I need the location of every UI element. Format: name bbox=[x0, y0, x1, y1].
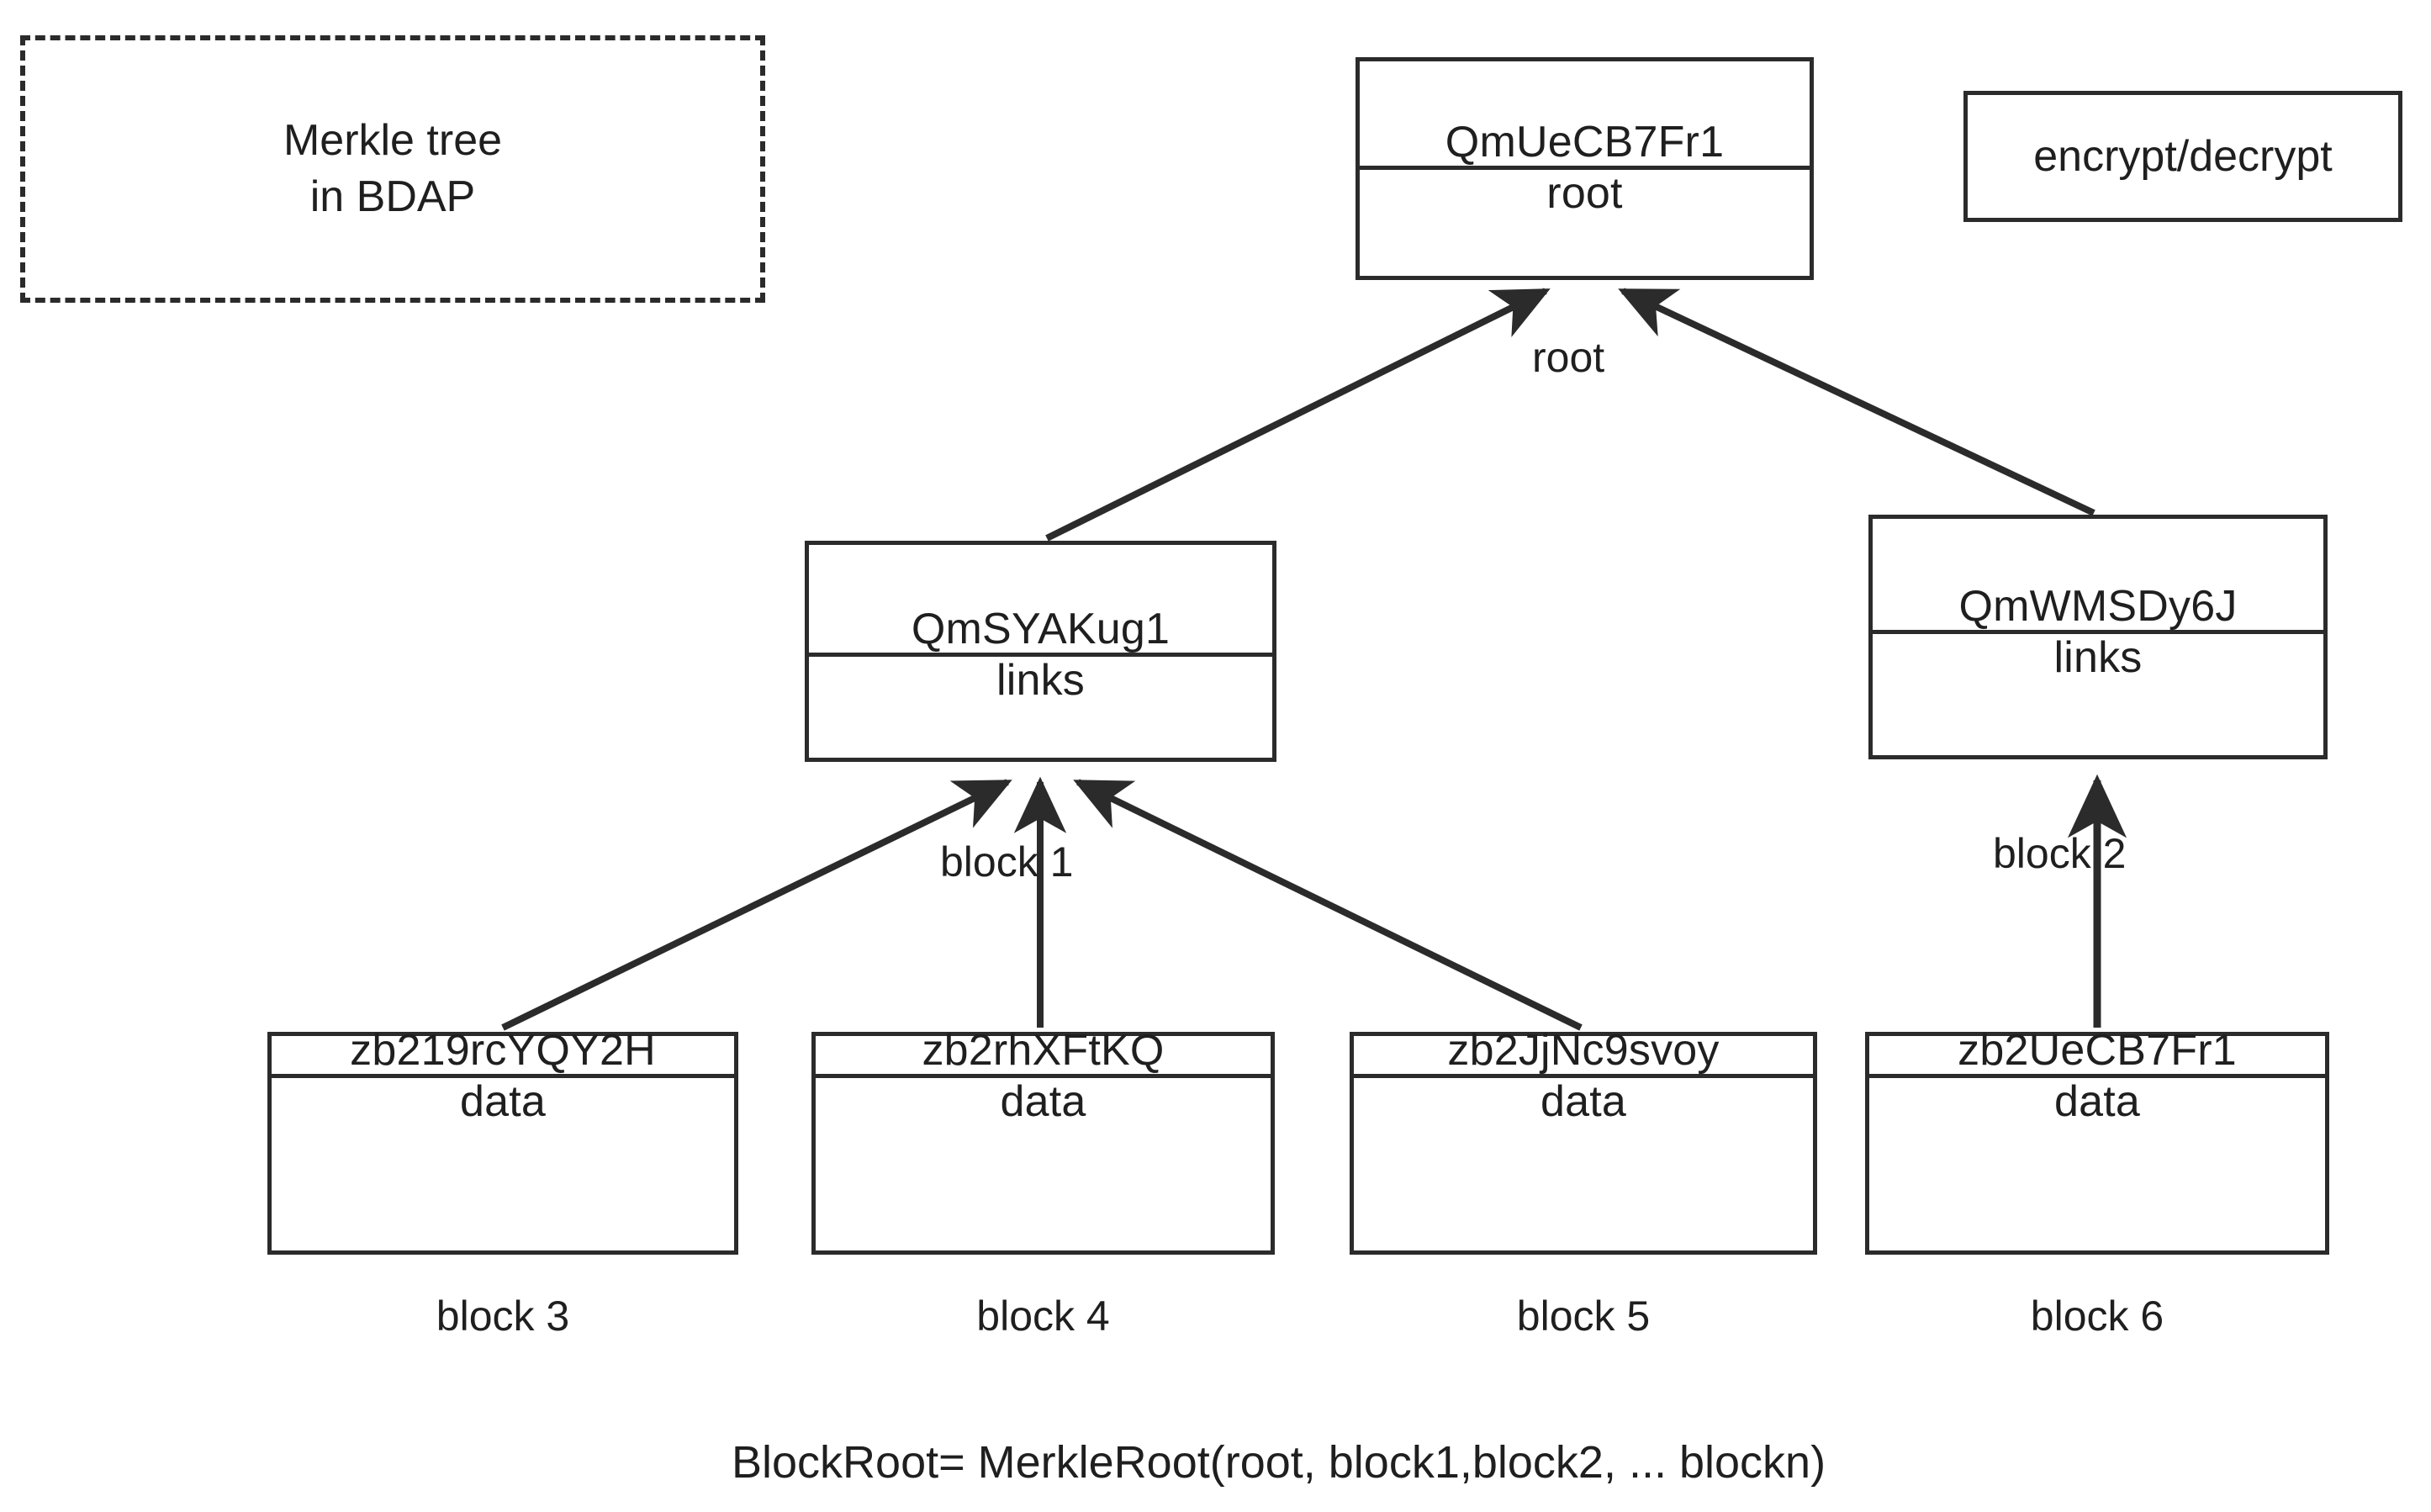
node-links-right[interactable]: QmWMSDy6J links bbox=[1868, 515, 2328, 759]
edge-label-block-1: block 1 bbox=[940, 838, 1074, 886]
encrypt-decrypt-label: encrypt/decrypt bbox=[2033, 132, 2333, 181]
node-root[interactable]: QmUeCB7Fr1 root bbox=[1356, 57, 1814, 280]
node-links-right-kind: links bbox=[2053, 633, 2143, 682]
node-leaf-2-kind: data bbox=[1000, 1077, 1086, 1126]
diagram-title-line1: Merkle tree bbox=[283, 116, 503, 166]
edge-leaf3-to-links-left bbox=[1073, 779, 1583, 1031]
diagram-title-text: Merkle tree in BDAP bbox=[283, 113, 502, 225]
caption-block-6: block 6 bbox=[2030, 1293, 2164, 1340]
node-root-kind: root bbox=[1546, 169, 1623, 218]
node-leaf-1[interactable]: zb219rcYQY2H data bbox=[267, 1028, 738, 1255]
caption-block-3: block 3 bbox=[436, 1293, 570, 1340]
block-root-formula: BlockRoot= MerkleRoot(root, block1,block… bbox=[732, 1437, 1826, 1488]
node-links-left-kind: links bbox=[996, 656, 1086, 705]
diagram-title-box: Merkle tree in BDAP bbox=[20, 35, 765, 303]
node-leaf-4-hash: zb2UeCB7Fr1 bbox=[1869, 1028, 2325, 1078]
node-leaf-4[interactable]: zb2UeCB7Fr1 data bbox=[1865, 1028, 2329, 1255]
node-root-hash: QmUeCB7Fr1 bbox=[1360, 61, 1810, 170]
caption-block-5: block 5 bbox=[1516, 1293, 1651, 1340]
node-leaf-1-hash: zb219rcYQY2H bbox=[272, 1028, 734, 1078]
edge-label-block-2: block 2 bbox=[1993, 830, 2127, 877]
node-links-left[interactable]: QmSYAKug1 links bbox=[805, 541, 1276, 762]
edge-links-right-to-root bbox=[1618, 288, 2095, 516]
node-leaf-2[interactable]: zb2rhXFtKQ data bbox=[811, 1028, 1275, 1255]
node-leaf-3-kind: data bbox=[1540, 1077, 1626, 1126]
node-leaf-1-kind: data bbox=[459, 1077, 546, 1126]
edge-links-left-to-root bbox=[1045, 288, 1551, 542]
encrypt-decrypt-box[interactable]: encrypt/decrypt bbox=[1963, 91, 2402, 222]
diagram-title-line2: in BDAP bbox=[309, 172, 476, 221]
node-leaf-2-hash: zb2rhXFtKQ bbox=[816, 1028, 1271, 1078]
edge-leaf1-to-links-left bbox=[501, 779, 1012, 1031]
node-leaf-4-kind: data bbox=[2053, 1077, 2140, 1126]
edge-label-root: root bbox=[1532, 334, 1605, 381]
caption-block-4: block 4 bbox=[976, 1293, 1110, 1340]
node-leaf-3-hash: zb2JjNc9svoy bbox=[1354, 1028, 1813, 1078]
node-links-left-hash: QmSYAKug1 bbox=[809, 545, 1272, 657]
node-leaf-3[interactable]: zb2JjNc9svoy data bbox=[1350, 1028, 1817, 1255]
node-links-right-hash: QmWMSDy6J bbox=[1873, 519, 2323, 634]
